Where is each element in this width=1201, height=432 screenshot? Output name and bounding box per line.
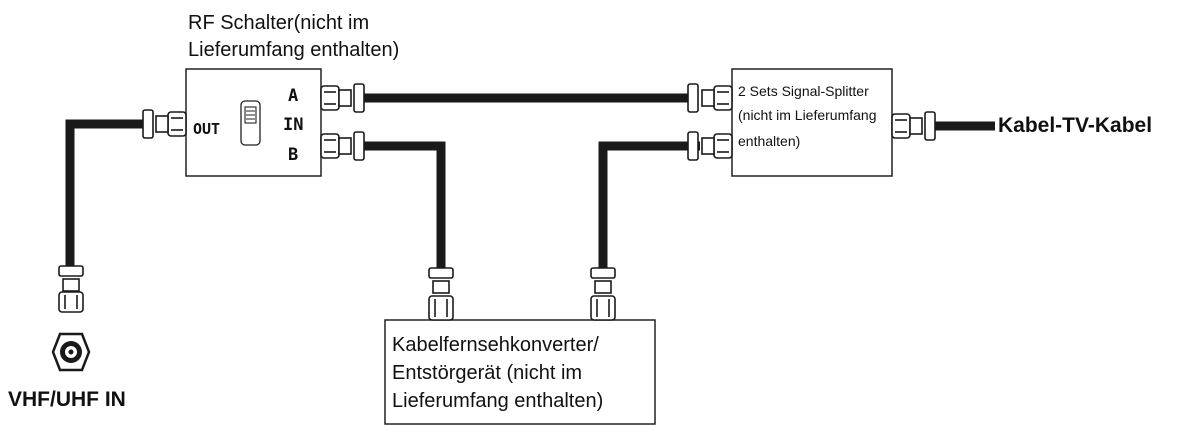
cables [65,93,995,270]
converter [384,319,656,425]
splitter-label-line1: 2 Sets Signal-Splitter [738,83,869,99]
converter-label-line2: Entstörgerät (nicht im [392,362,582,384]
rf-switch-port-b-label: B [288,145,298,165]
connector-splitter-in-2 [687,131,733,161]
connector-converter-in-2 [590,267,616,321]
converter-box [384,319,656,425]
connector-splitter-in-1 [687,83,733,113]
rf-switch-port-out-label: OUT [193,120,220,138]
rf-switch-port-a-label: A [288,86,298,106]
vertical-connectors [58,265,616,321]
rf-switch: OUT A IN B [185,68,322,177]
connector-rf-b [320,131,365,161]
connector-rf-out [142,109,187,139]
cable-tv-label: Kabel-TV-Kabel [998,114,1152,137]
connector-rf-a [320,83,365,113]
connector-vhf-cable [58,265,84,313]
cable-splitter-to-converter [598,141,700,270]
splitter-label-line3: enthalten) [738,133,800,149]
cable-out-to-vhf [65,119,150,268]
rf-switch-port-in-label: IN [283,115,303,135]
splitter-label-line2: (nicht im Lieferumfang [738,107,877,123]
rf-switch-label-line1: RF Schalter(nicht im [188,12,369,34]
rf-switch-label-line2: Lieferumfang enthalten) [188,39,399,61]
converter-label-line1: Kabelfernsehkonverter/ [392,334,599,356]
vhf-uhf-label: VHF/UHF IN [8,388,126,411]
connector-converter-in-1 [428,267,454,321]
connector-splitter-out [891,111,936,141]
splitter-box [731,68,893,177]
converter-label-line3: Lieferumfang enthalten) [392,390,603,412]
cable-b-to-converter [355,141,446,270]
vhf-uhf-jack [51,332,91,372]
splitter [731,68,893,177]
connectors [142,83,936,161]
